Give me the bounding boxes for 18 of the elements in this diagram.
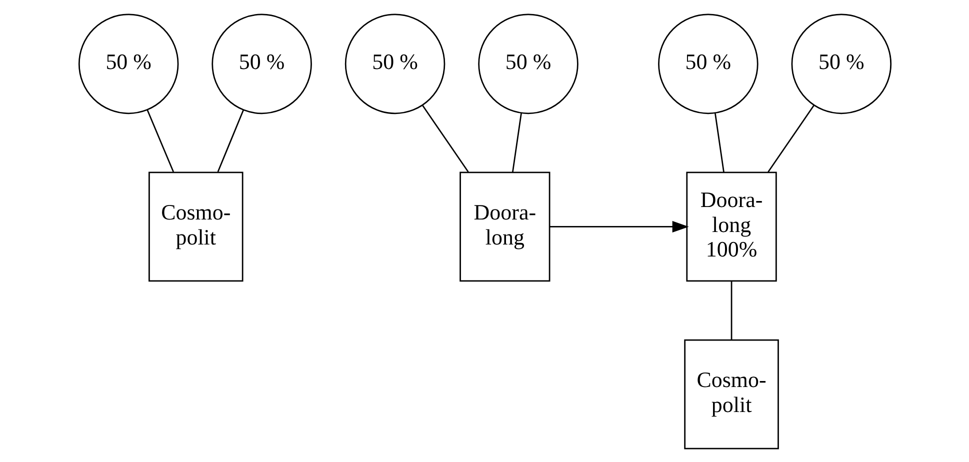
node-circle: 50 % (658, 13, 758, 114)
node-box: Cosmo- polit (148, 171, 243, 282)
connector (421, 104, 468, 172)
connector (146, 109, 174, 172)
connector (767, 104, 814, 172)
node-circle: 50 % (478, 13, 578, 114)
connector (714, 112, 724, 172)
connector (216, 109, 244, 172)
node-circle: 50 % (790, 13, 892, 114)
connector (511, 112, 522, 172)
arrow (549, 220, 688, 232)
node-circle: 50 % (211, 13, 312, 114)
node-circle: 50 % (78, 13, 178, 114)
node-box: Doora- long (459, 171, 550, 282)
node-box: Cosmo- polit (684, 338, 778, 449)
node-circle: 50 % (344, 13, 445, 114)
node-box: Doora- long 100% (686, 171, 776, 282)
connector (730, 280, 732, 340)
